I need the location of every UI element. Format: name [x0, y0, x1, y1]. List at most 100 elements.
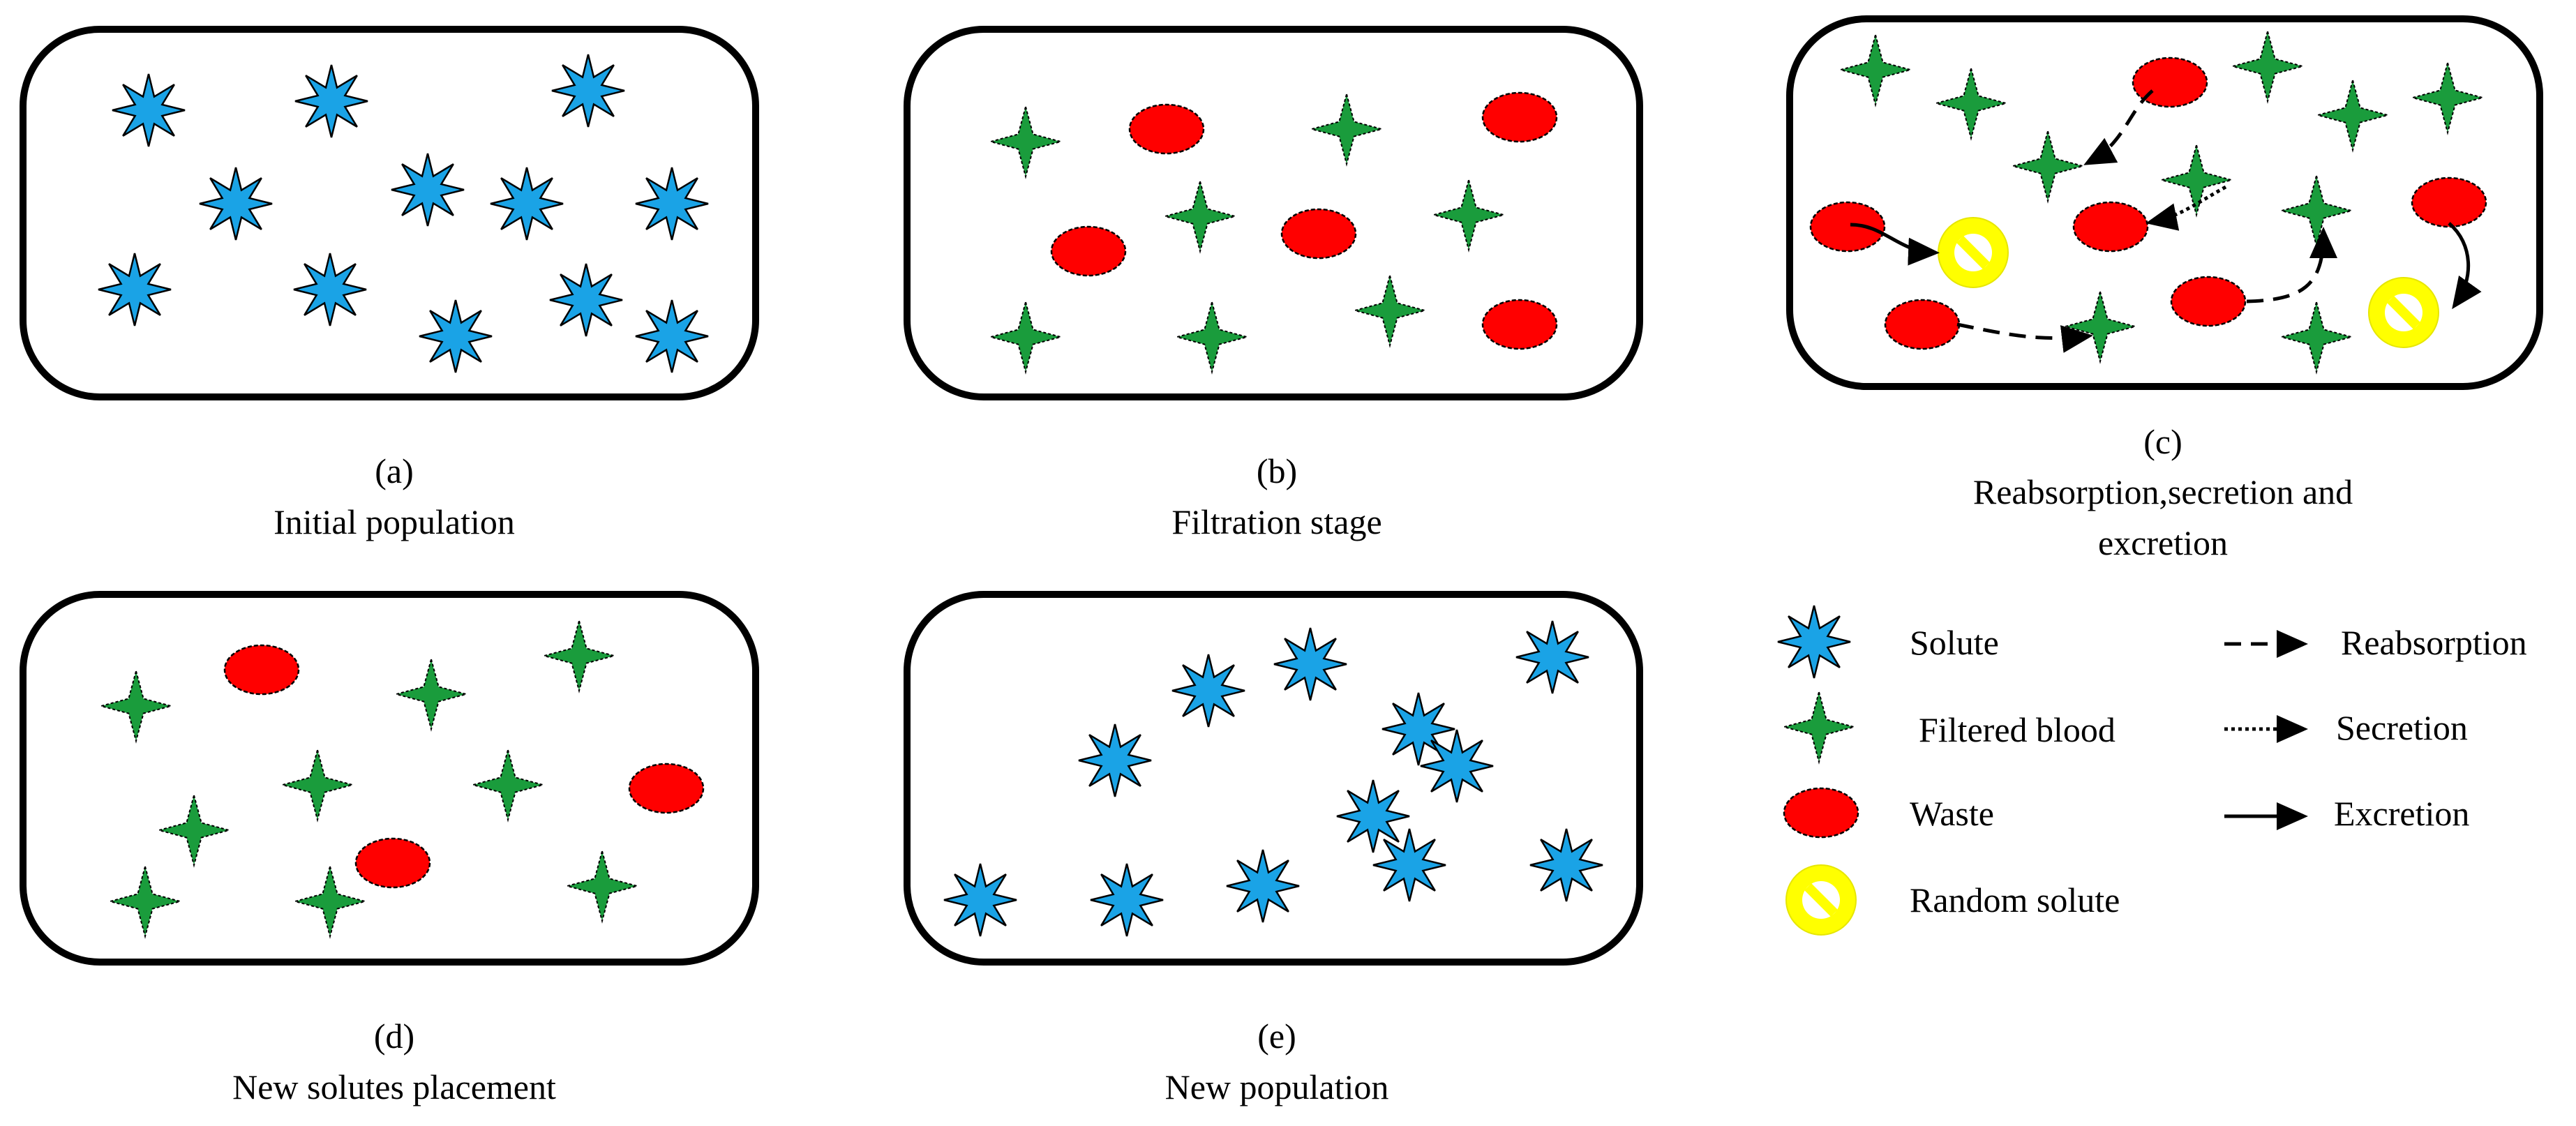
- panel-d-caption: New solutes placement: [232, 1067, 556, 1106]
- solute-icon: [1515, 620, 1589, 694]
- arrow-excretion: [2448, 222, 2482, 310]
- filtered-blood-icon: [1309, 91, 1384, 167]
- waste-icon: [2072, 201, 2149, 253]
- filtered-blood-icon: [2062, 289, 2138, 364]
- solute-icon: [1420, 729, 1494, 803]
- waste-icon: [354, 837, 431, 889]
- solute-icon: [1078, 723, 1152, 797]
- panel-a-items: [98, 54, 709, 373]
- panel-e-box: [904, 591, 1643, 966]
- random-solute-icon: [2368, 277, 2439, 348]
- arrow-reabsorption: [1956, 322, 2093, 353]
- solute-icon: [635, 299, 709, 373]
- waste-icon: [2132, 57, 2208, 108]
- filtered-blood-icon: [1781, 689, 1857, 765]
- panel-d: [20, 591, 759, 966]
- filtered-blood-icon: [2010, 128, 2085, 204]
- legend-label-reabsorption: Reabsorption: [2341, 623, 2527, 662]
- solute-icon: [635, 167, 709, 241]
- filtered-blood-icon: [1431, 177, 1506, 253]
- solute-icon: [549, 263, 623, 337]
- filtered-blood-icon: [394, 656, 469, 732]
- filtered-blood-icon: [2230, 29, 2305, 104]
- filtered-blood-icon: [1352, 273, 1428, 348]
- legend-label-filtered-blood: Filtered blood: [1919, 710, 2116, 749]
- arrow-secretion: [2146, 185, 2227, 231]
- filtered-blood-icon: [98, 668, 174, 744]
- panel-d-box: [20, 591, 759, 966]
- waste-icon: [1809, 201, 1886, 253]
- waste-icon: [2411, 177, 2487, 228]
- solute-icon: [943, 863, 1017, 937]
- filtered-blood-icon: [2315, 77, 2390, 153]
- solute-icon: [1529, 828, 1603, 902]
- panel-a: [20, 26, 759, 400]
- solute-icon: [1226, 849, 1300, 923]
- random-solute-icon: [1938, 217, 2009, 288]
- solute-icon: [112, 73, 186, 147]
- panel-b: [904, 26, 1643, 400]
- legend-label-excretion: Excretion: [2334, 794, 2469, 833]
- panel-b-letter: (b): [1257, 451, 1297, 490]
- legend: Solute Filtered blood Waste Random solut…: [1777, 605, 2527, 936]
- panel-c: [1786, 15, 2543, 390]
- filtered-blood-icon: [2159, 142, 2234, 218]
- panel-e-caption: New population: [1165, 1067, 1389, 1106]
- random-solute-icon: [1785, 864, 1857, 936]
- solute-icon: [98, 253, 172, 326]
- panel-d-letter: (d): [374, 1016, 414, 1056]
- filtered-blood-icon: [988, 104, 1063, 179]
- panel-d-items: [98, 618, 705, 939]
- waste-icon: [628, 763, 705, 814]
- solute-icon: [1336, 779, 1410, 853]
- panel-a-letter: (a): [375, 451, 414, 490]
- panel-b-caption: Filtration stage: [1171, 502, 1381, 541]
- waste-icon: [1128, 103, 1205, 155]
- panel-a-box: [20, 26, 759, 400]
- legend-label-random-solute: Random solute: [1910, 880, 2120, 919]
- waste-icon: [1783, 787, 1859, 839]
- solute-icon: [1171, 654, 1245, 728]
- legend-symbols: [1777, 605, 1859, 936]
- solute-icon: [391, 153, 465, 227]
- filtered-blood-icon: [107, 864, 183, 939]
- panel-e-items: [943, 620, 1603, 937]
- filtered-blood-icon: [280, 747, 355, 823]
- waste-icon: [1050, 225, 1127, 277]
- solute-icon: [294, 64, 368, 138]
- panel-c-letter: (c): [2143, 422, 2182, 461]
- panel-c-items: [1809, 29, 2487, 375]
- waste-icon: [1280, 208, 1357, 260]
- panel-b-items: [988, 91, 1558, 375]
- legend-label-waste: Waste: [1910, 794, 1994, 833]
- filtered-blood-icon: [1838, 32, 1913, 107]
- solute-icon: [490, 167, 564, 241]
- arrow-excretion: [1850, 223, 1940, 266]
- solute-icon: [1090, 863, 1164, 937]
- filtered-blood-icon: [541, 618, 617, 693]
- solute-icon: [1372, 828, 1446, 902]
- panel-b-box: [904, 26, 1643, 400]
- solute-icon: [199, 167, 273, 241]
- panel-c-arrows: [1850, 89, 2482, 353]
- solute-icon: [1777, 605, 1851, 679]
- solute-icon: [1273, 627, 1347, 701]
- filtered-blood-icon: [564, 848, 640, 924]
- filtered-blood-icon: [1174, 299, 1250, 375]
- panel-c-caption-line2: excretion: [2098, 523, 2228, 562]
- filtered-blood-icon: [2410, 60, 2485, 135]
- arrow-reabsorption: [2246, 227, 2337, 303]
- solute-icon: [293, 253, 367, 326]
- filtered-blood-icon: [2279, 299, 2354, 375]
- filtered-blood-icon: [470, 747, 546, 823]
- solute-icon: [419, 299, 493, 373]
- waste-icon: [2170, 276, 2247, 327]
- filtered-blood-icon: [156, 793, 232, 868]
- waste-icon: [1481, 299, 1558, 350]
- waste-icon: [1884, 299, 1961, 350]
- filtered-blood-icon: [988, 299, 1063, 375]
- filtered-blood-icon: [292, 864, 368, 939]
- filtered-blood-icon: [1933, 66, 2009, 141]
- waste-icon: [223, 644, 300, 696]
